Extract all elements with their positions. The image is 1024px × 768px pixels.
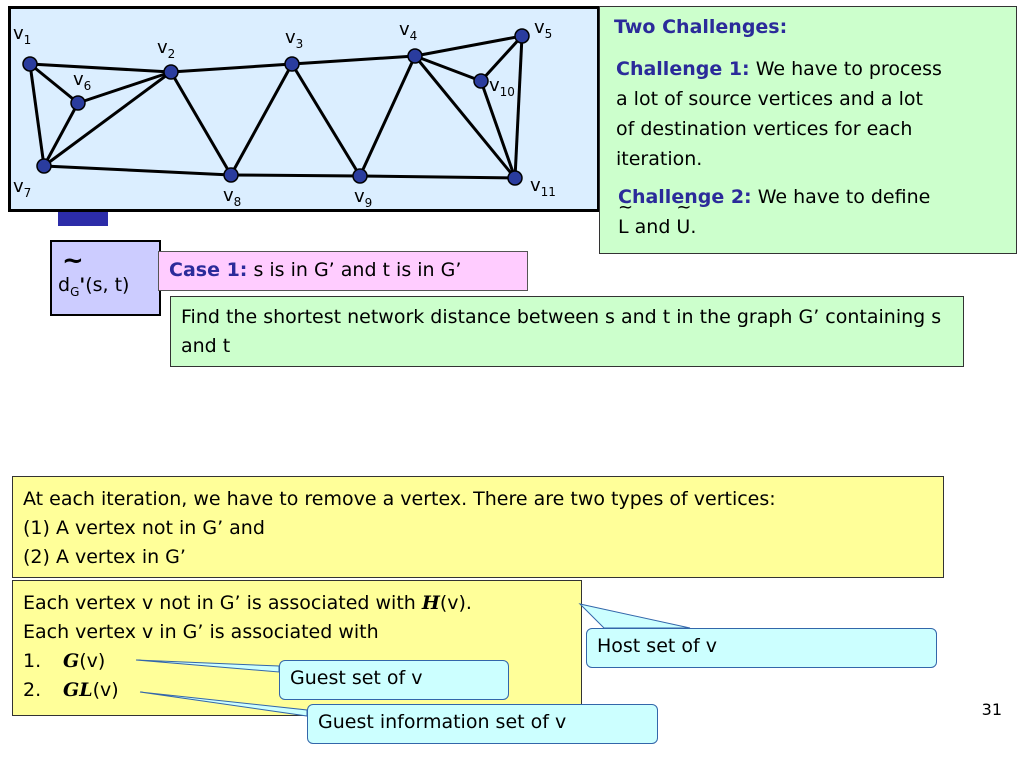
- graph-edge-v10-v5: [479, 34, 524, 83]
- graph-node-v9: [352, 168, 368, 184]
- graph-node-v11: [507, 170, 523, 186]
- iteration-note-line-1: At each iteration, we have to remove a v…: [23, 488, 776, 510]
- guest-set-symbol: G: [63, 650, 80, 672]
- tilde-mark: ~: [618, 197, 634, 218]
- graph-edge-v7-v8: [43, 164, 232, 177]
- graph-edge-v6-v2: [77, 70, 172, 105]
- graph-edge-v5-v11: [513, 35, 524, 179]
- shortest-distance-text: Find the shortest network distance betwe…: [181, 306, 942, 357]
- graph-edge-v1-v2: [29, 62, 172, 74]
- graph-edge-v4-v5: [414, 34, 523, 58]
- dg-tilde-mark: ~: [62, 246, 84, 276]
- graph-edge-v1-v7: [28, 63, 46, 167]
- challenge-1-label: Challenge 1:: [616, 58, 750, 80]
- challenge-2-and: and: [628, 216, 677, 238]
- graph-label-v3: v3: [285, 27, 303, 51]
- distance-notation-box: ~ dG'(s, t): [50, 240, 161, 316]
- graph-node-v1: [22, 56, 38, 72]
- shortest-distance-box: Find the shortest network distance betwe…: [170, 296, 964, 367]
- challenge-2-label: Challenge 2:: [618, 186, 752, 208]
- graph-edge-v6-v7: [42, 102, 80, 167]
- iteration-note-line-2: (1) A vertex not in G’ and: [23, 517, 265, 539]
- host-callout-pointer: [578, 603, 691, 629]
- graph-panel: v1 v2 v3 v4 v5 v6 v7 v8 v9 v10 v11: [8, 6, 600, 212]
- graph-edge-v7-v2: [43, 70, 172, 168]
- page-number: 31: [981, 700, 1002, 719]
- graph-label-v11: v11: [530, 175, 556, 199]
- case-1-label: Case 1:: [169, 259, 248, 281]
- graph-edge-v1-v6: [29, 62, 79, 105]
- guest-set-callout: Guest set of v: [279, 660, 509, 700]
- challenge-1-text: Challenge 1: We have to process a lot of…: [616, 54, 942, 174]
- graph-edge-v8-v9: [230, 173, 361, 178]
- graph-edge-v10-v11: [479, 80, 517, 179]
- graph-node-v6: [70, 95, 86, 111]
- graph-label-v1: v1: [13, 23, 31, 47]
- association-line-1: Each vertex v not in G’ is associated wi…: [23, 592, 472, 614]
- l-tilde-symbol: ~L: [618, 197, 634, 239]
- graph-edge-v3-v4: [291, 54, 416, 66]
- distance-notation: dG'(s, t): [58, 274, 130, 299]
- graph-edge-v2-v3: [170, 62, 293, 74]
- graph-node-v7: [36, 158, 52, 174]
- association-item-2: 2.GL(v): [23, 679, 119, 701]
- graph-edge-v9-v4: [358, 55, 417, 177]
- graph-label-v7: v7: [13, 176, 31, 200]
- host-set-callout: Host set of v: [586, 628, 937, 668]
- association-item-1: 1.G(v): [23, 650, 106, 672]
- u-tilde-symbol: ~U: [676, 197, 692, 239]
- graph-node-v10: [473, 73, 489, 89]
- graph-node-v2: [163, 64, 179, 80]
- challenge-2-text: Challenge 2: We have to define ~L and ~U…: [618, 182, 930, 242]
- challenge-2-line-1: We have to define: [751, 186, 931, 208]
- case-1-box: Case 1: s is in G’ and t is in G’: [158, 251, 528, 291]
- association-line-2: Each vertex v in G’ is associated with: [23, 621, 379, 643]
- iteration-note-line-3: (2) A vertex in G’: [23, 546, 186, 568]
- graph-label-v6: v6: [73, 69, 91, 93]
- tilde-mark: ~: [676, 197, 692, 218]
- challenges-heading: Two Challenges:: [614, 16, 788, 38]
- challenge-2-period: .: [690, 216, 697, 238]
- host-set-symbol: H: [421, 592, 440, 614]
- graph-node-v8: [223, 167, 239, 183]
- graph-edge-v4-v10: [414, 54, 482, 83]
- challenge-1-line-3: of destination vertices for each: [616, 118, 913, 140]
- graph-node-v5: [514, 28, 530, 44]
- graph-label-v9: v9: [354, 186, 372, 209]
- challenge-1-line-2: a lot of source vertices and a lot: [616, 88, 923, 110]
- graph-label-v5: v5: [534, 17, 552, 41]
- graph-edge-v4-v11: [413, 55, 517, 179]
- graph-node-v3: [284, 56, 300, 72]
- graph-edge-v3-v9: [290, 63, 362, 177]
- iteration-note-box: At each iteration, we have to remove a v…: [12, 476, 944, 578]
- guest-info-set-symbol: GL: [63, 679, 93, 701]
- case-1-text: s is in G’ and t is in G’: [247, 259, 462, 281]
- graph-label-v2: v2: [157, 37, 175, 61]
- graph-label-v10: v10: [489, 75, 515, 99]
- graph-node-v4: [407, 48, 423, 64]
- guest-info-set-callout: Guest information set of v: [307, 704, 658, 744]
- graph-diagram: v1 v2 v3 v4 v5 v6 v7 v8 v9 v10 v11: [13, 17, 556, 209]
- graph-edge-v9-v11: [359, 174, 516, 180]
- challenge-1-line-4: iteration.: [616, 148, 703, 170]
- graph-edge-v8-v3: [229, 63, 294, 176]
- challenge-1-line-1: We have to process: [749, 58, 942, 80]
- graph-label-v4: v4: [399, 19, 417, 43]
- graph-label-v8: v8: [223, 185, 241, 209]
- challenges-box: Two Challenges: Challenge 1: We have to …: [599, 6, 1017, 254]
- graph-edge-v2-v8: [169, 71, 233, 176]
